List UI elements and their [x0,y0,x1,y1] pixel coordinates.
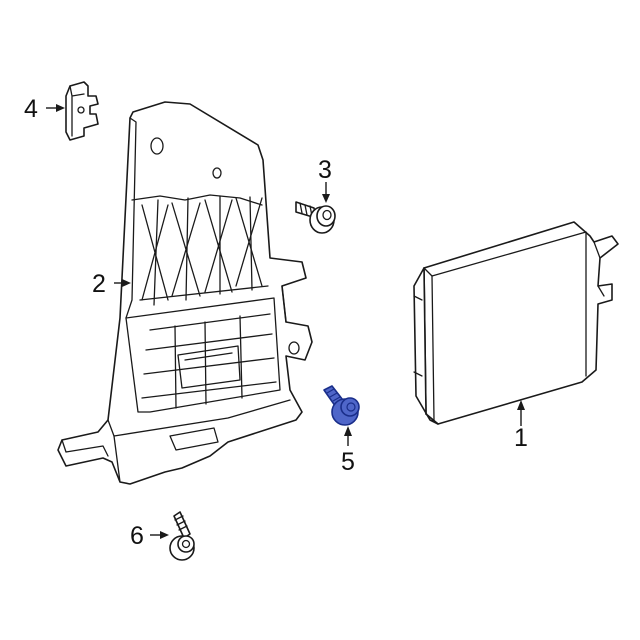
part-1-module[interactable] [413,221,619,425]
leader-2 [114,279,131,287]
part-4-clip[interactable] [65,81,99,141]
callout-5: 5 [341,448,355,476]
leader-4 [46,104,65,112]
callout-1: 1 [514,424,528,452]
leader-1 [517,400,525,426]
part-3-bolt[interactable] [295,201,336,234]
leader-3 [322,182,330,203]
callout-2: 2 [92,270,106,298]
callout-4: 4 [24,95,38,123]
callout-6: 6 [130,522,144,550]
part-2-bracket[interactable] [57,101,313,485]
callout-3: 3 [318,156,332,184]
leader-5 [344,426,352,446]
part-5-bolt-highlighted[interactable] [323,385,360,426]
leader-6 [150,531,169,539]
part-6-screw[interactable] [169,511,195,561]
